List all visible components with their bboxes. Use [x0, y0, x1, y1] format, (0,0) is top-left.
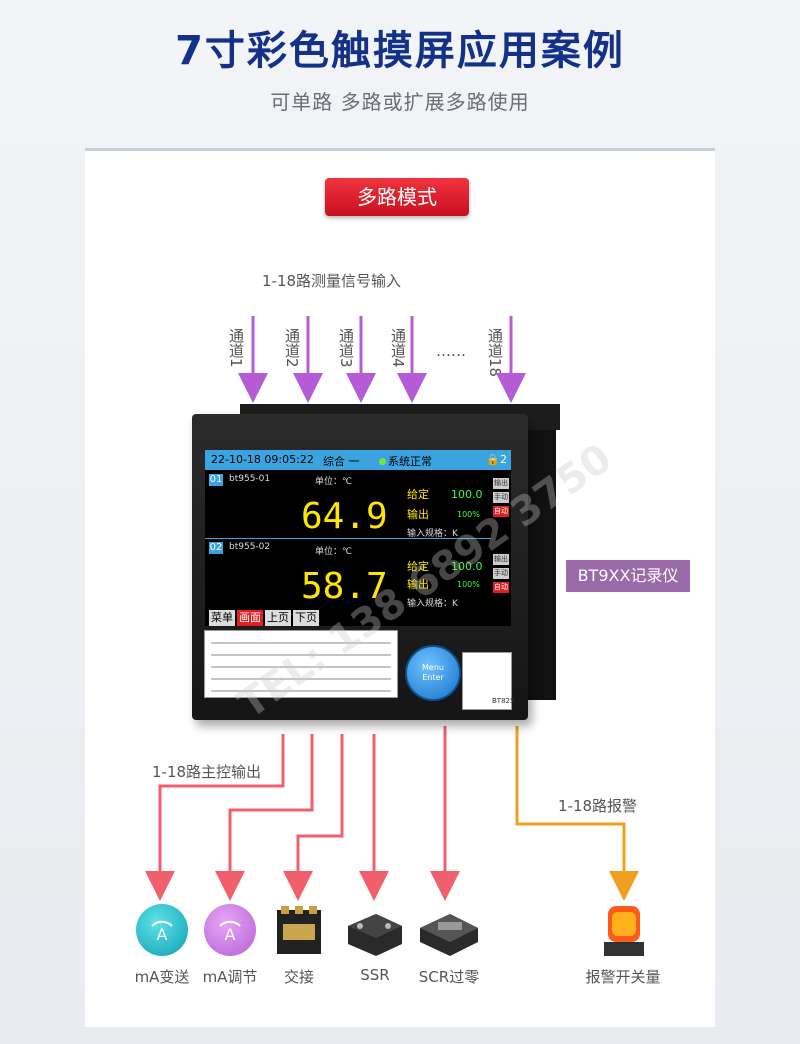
- alarm-label: 1-18路报警: [558, 797, 638, 815]
- status-bar: 22-10-18 09:05:22 综合 一 系统正常 🔒2: [205, 450, 511, 470]
- ma-regulate-icon: A: [204, 904, 256, 956]
- relay-icon: [273, 904, 325, 956]
- output-button-1[interactable]: 输出: [493, 478, 509, 489]
- manual-button-1[interactable]: 手动: [493, 492, 509, 503]
- system-status: 系统正常: [379, 453, 432, 469]
- channel-label-18: 通道18: [486, 328, 504, 378]
- page-title: 7寸彩色触摸屏应用案例: [175, 28, 625, 74]
- display-mode: 综合 一: [323, 455, 360, 468]
- channel-value-1: 64.9: [301, 496, 388, 537]
- ssr-icon: [346, 904, 402, 956]
- channel-value-2: 58.7: [301, 566, 388, 607]
- output-label: 1-18路主控输出: [152, 763, 262, 781]
- touch-screen[interactable]: 22-10-18 09:05:22 综合 一 系统正常 🔒2 01 bt955-…: [205, 450, 511, 626]
- input-spec-1: 输入规格：K: [407, 529, 458, 539]
- tab-next-page[interactable]: 下页: [293, 610, 319, 626]
- output-caption-scr: SCR过零: [418, 968, 480, 986]
- channel-divider: [205, 538, 491, 539]
- channel-label-1: 通道1: [227, 328, 245, 368]
- mode-badge: 多路模式: [325, 178, 469, 216]
- output-caption-ma-transmit: mA变送: [134, 968, 190, 986]
- tab-menu[interactable]: 菜单: [209, 610, 235, 626]
- alarm-light-icon: [598, 904, 650, 956]
- channel-label-4: 通道4: [389, 328, 407, 368]
- ma-transmit-icon: A: [136, 904, 188, 956]
- set-value-2: 100.0: [451, 560, 483, 573]
- status-dot-icon: [379, 458, 386, 465]
- alarm-label-panel: [462, 652, 512, 710]
- channel-unit-1: 单位：℃: [315, 477, 353, 487]
- scr-icon: [418, 904, 478, 956]
- input-label: 1-18路测量信号输入: [262, 272, 402, 290]
- channel-name-2: bt955-02: [229, 542, 271, 552]
- output-value-1: 100%: [457, 510, 480, 519]
- set-label-2: 给定: [407, 560, 429, 573]
- output-button-2[interactable]: 输出: [493, 554, 509, 565]
- date-time: 22-10-18 09:05:22: [211, 453, 314, 466]
- auto-button-2[interactable]: 自动: [493, 582, 509, 593]
- tab-prev-page[interactable]: 上页: [265, 610, 291, 626]
- auto-button-1[interactable]: 自动: [493, 506, 509, 517]
- output-label-1: 输出: [407, 508, 429, 521]
- output-caption-alarm: 报警开关量: [585, 968, 661, 986]
- channel-label-panel: [204, 630, 398, 698]
- set-label-1: 给定: [407, 488, 429, 501]
- channel-label-3: 通道3: [337, 328, 355, 368]
- svg-text:A: A: [157, 925, 168, 944]
- lock-icon[interactable]: 🔒2: [486, 453, 507, 466]
- input-spec-2: 输入规格：K: [407, 599, 458, 609]
- channel-number-2: 02: [209, 542, 223, 554]
- svg-text:A: A: [225, 925, 236, 944]
- output-caption-ma-regulate: mA调节: [202, 968, 258, 986]
- menu-enter-knob[interactable]: Menu Enter: [405, 645, 461, 701]
- channel-number-1: 01: [209, 474, 223, 486]
- tab-screen[interactable]: 画面: [237, 610, 263, 626]
- page-subtitle: 可单路 多路或扩展多路使用: [270, 90, 530, 114]
- channel-ellipsis: ……: [436, 342, 466, 360]
- output-caption-ssr: SSR: [360, 966, 390, 984]
- model-label: BT825: [492, 697, 515, 705]
- output-value-2: 100%: [457, 580, 480, 589]
- channel-unit-2: 单位：℃: [315, 547, 353, 557]
- channel-grid: [211, 642, 391, 692]
- device-label: BT9XX记录仪: [566, 560, 690, 592]
- channel-name-1: bt955-01: [229, 474, 271, 484]
- output-label-2: 输出: [407, 578, 429, 591]
- manual-button-2[interactable]: 手动: [493, 568, 509, 579]
- channel-label-2: 通道2: [283, 328, 301, 368]
- output-caption-relay: 交接: [283, 968, 314, 986]
- set-value-1: 100.0: [451, 488, 483, 501]
